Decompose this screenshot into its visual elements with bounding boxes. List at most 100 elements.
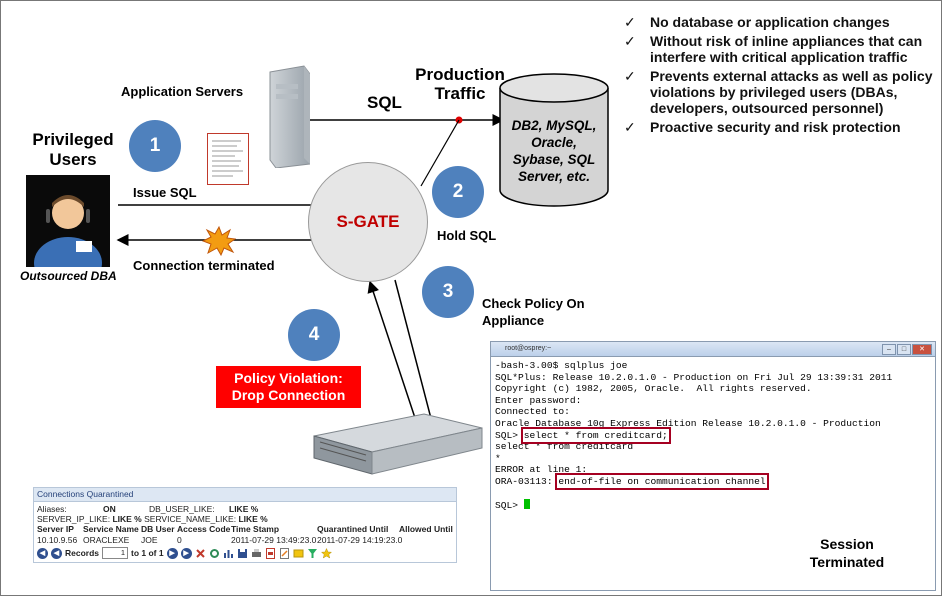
table-cell: JOE [141, 535, 158, 545]
policy-violation-line-1: Policy Violation: [234, 370, 343, 386]
sql-label: SQL [367, 93, 402, 112]
policy-violation-box: Policy Violation: Drop Connection [216, 366, 361, 408]
column-header: Time Stamp [231, 524, 280, 534]
benefits-list: ✓No database or application changes ✓Wit… [618, 14, 940, 138]
minimize-icon[interactable]: – [882, 344, 896, 355]
panel-title: Connections Quarantined [34, 488, 456, 502]
explosion-icon [202, 226, 236, 256]
step-1-badge: 1 [129, 120, 181, 172]
step-2-badge: 2 [432, 166, 484, 218]
sgate-to-appliance-arrow [394, 279, 438, 432]
edit-icon[interactable] [279, 547, 290, 559]
server-tower-icon [269, 65, 310, 168]
check-icon: ✓ [624, 68, 636, 84]
tap-to-sgate-line [420, 119, 460, 187]
table-cell: 0 [177, 535, 182, 545]
prev-page-icon[interactable]: ◀ [51, 547, 62, 559]
terminal-window[interactable]: root@osprey:~ – □ ✕ -bash-3.00$ sqlplus … [490, 341, 936, 591]
table-row[interactable]: 10.10.9.56 ORACLEXE JOE 0 2011-07-29 13:… [37, 535, 455, 545]
connection-terminated-label: Connection terminated [133, 258, 275, 273]
pagination-bar: ◀ ◀ Records 1 to 1 of 1 ▶ ▶ [37, 546, 332, 560]
column-header: Access Code [177, 524, 231, 534]
table-cell: 2011-07-29 14:19:23.0 [317, 535, 403, 545]
chart-icon[interactable] [223, 548, 234, 559]
check-policy-label: Check Policy On Appliance [482, 296, 585, 328]
query-highlight: select * from creditcard; [520, 426, 671, 444]
next-page-icon[interactable]: ▶ [166, 547, 178, 559]
records-label: Records [65, 548, 100, 558]
terminal-title: root@osprey:~ [505, 345, 552, 352]
terminal-line: Copyright (c) 1982, 2005, Oracle. All ri… [495, 383, 812, 395]
security-appliance-icon [313, 413, 483, 475]
column-header: Quarantined Until [317, 524, 389, 534]
terminal-line [495, 488, 931, 500]
terminal-line: ERROR at line 1: [495, 464, 588, 476]
sgate-label: S-GATE [336, 212, 400, 231]
database-types: DB2, MySQL, Oracle, Sybase, SQL Server, … [511, 118, 597, 184]
column-header: DB User [141, 524, 175, 534]
terminal-line: -bash-3.00$ sqlplus joe [495, 360, 628, 371]
filter-icon[interactable] [307, 548, 318, 559]
hold-sql-label: Hold SQL [437, 228, 497, 243]
appliance-to-sgate-arrow [367, 280, 421, 434]
delete-icon[interactable] [195, 548, 206, 559]
privileged-users-label: Privileged Users [32, 130, 114, 169]
column-header: Service Name [83, 524, 139, 534]
benefit-item: ✓Without risk of inline appliances that … [624, 33, 923, 65]
terminal-query-line: SQL> select * from creditcard; [495, 426, 671, 444]
column-header: Server IP [37, 524, 74, 534]
session-terminated-label: Session Terminated [809, 536, 885, 570]
save-icon[interactable] [237, 548, 248, 559]
benefit-item: ✓No database or application changes [624, 14, 890, 30]
terminal-line: Oracle Database 10g Express Edition Rele… [495, 417, 881, 429]
filter-row-2: SERVER_IP_LIKE: LIKE % SERVICE_NAME_LIKE… [37, 514, 268, 524]
maximize-icon[interactable]: □ [897, 344, 911, 355]
outsourced-dba-label: Outsourced DBA [20, 269, 117, 283]
step-3-badge: 3 [422, 266, 474, 318]
issue-sql-label: Issue SQL [133, 185, 197, 200]
terminal-error-line: ORA-03113: end-of-file on communication … [495, 472, 769, 490]
first-page-icon[interactable]: ◀ [37, 547, 48, 559]
table-cell: ORACLEXE [83, 535, 130, 545]
check-icon: ✓ [624, 33, 636, 49]
benefit-item: ✓Proactive security and risk protection [624, 119, 901, 135]
terminal-line: Enter password: [495, 394, 582, 406]
terminal-line: * [495, 452, 501, 464]
settings-icon[interactable] [209, 548, 220, 559]
terminal-line: SQL*Plus: Release 10.2.0.1.0 - Productio… [495, 371, 893, 383]
terminal-prompt-line[interactable]: SQL> [495, 499, 931, 512]
print-icon[interactable] [251, 548, 262, 559]
error-highlight: end-of-file on communication channel [555, 472, 769, 490]
window-controls: – □ ✕ [882, 344, 932, 355]
step-4-badge: 4 [288, 309, 340, 361]
app-servers-label: Application Servers [121, 84, 244, 99]
filter-row-1: Aliases: ON DB_USER_LIKE: LIKE % [37, 504, 259, 514]
column-header: Allowed Until [399, 524, 453, 534]
terminal-line: select * from creditcard [495, 441, 634, 453]
connections-quarantined-panel: Connections Quarantined Aliases: ON DB_U… [33, 487, 457, 563]
close-icon[interactable]: ✕ [912, 344, 932, 355]
policy-violation-line-2: Drop Connection [231, 387, 346, 403]
production-traffic-label: Production Traffic [415, 65, 505, 103]
sgate-node: S-GATE [308, 162, 428, 282]
pdf-icon[interactable] [265, 547, 276, 559]
page-range-text: to 1 of 1 [131, 548, 164, 558]
table-cell: 2011-07-29 13:49:23.0 [231, 535, 317, 545]
document-thumbnail-icon [207, 133, 249, 185]
dba-user-icon [26, 175, 110, 267]
terminal-titlebar[interactable]: root@osprey:~ – □ ✕ [491, 342, 935, 357]
cursor-icon [523, 499, 530, 510]
benefit-item: ✓Prevents external attacks as well as po… [624, 68, 933, 116]
check-icon: ✓ [624, 14, 636, 30]
table-header: Server IP Service Name DB User Access Co… [37, 524, 455, 534]
table-cell: 10.10.9.56 [37, 535, 78, 545]
last-page-icon[interactable]: ▶ [180, 547, 192, 559]
export-icon[interactable] [293, 548, 304, 559]
database-cylinder-icon [499, 73, 609, 207]
check-icon: ✓ [624, 119, 636, 135]
page-number-input[interactable]: 1 [102, 547, 129, 559]
terminal-line: Connected to: [495, 406, 570, 418]
star-icon[interactable] [320, 547, 332, 559]
